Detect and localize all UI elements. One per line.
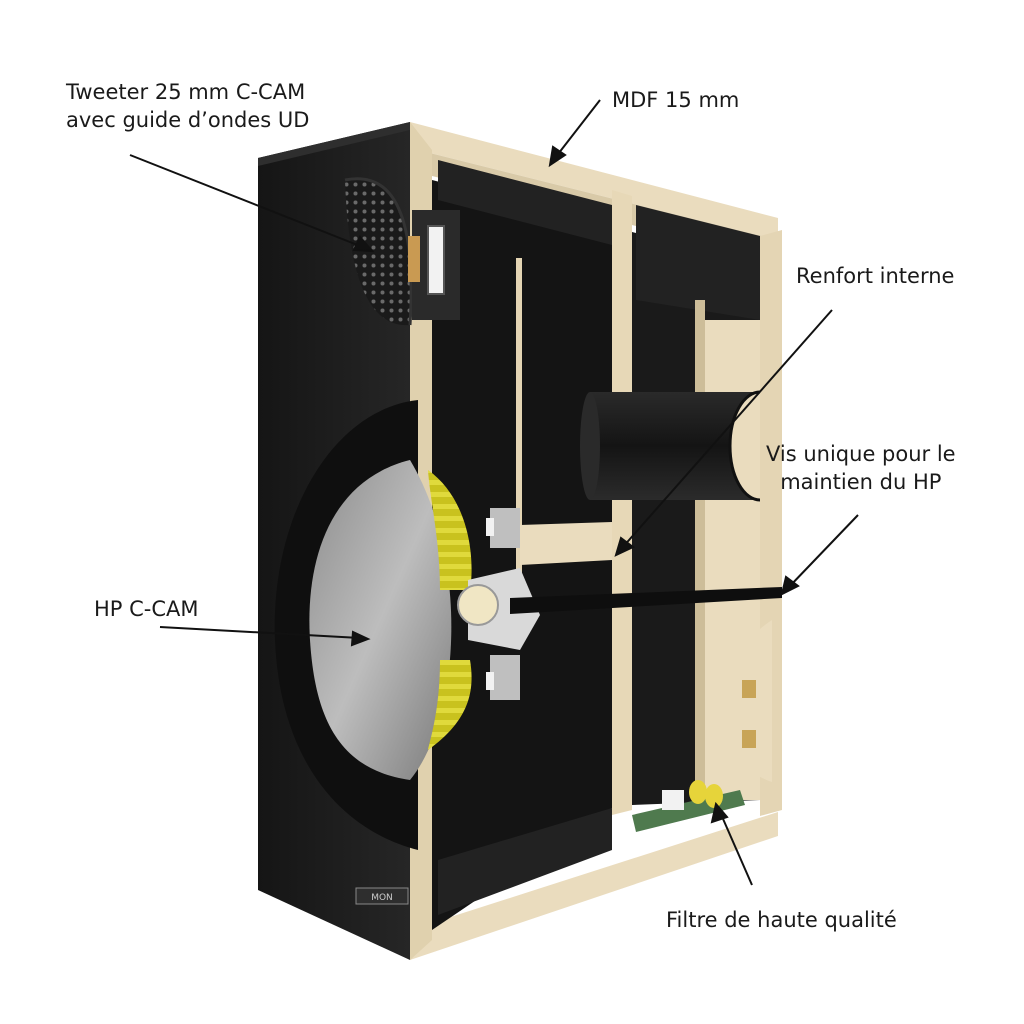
tweeter-unit [344, 177, 460, 326]
label-vis-line2: maintien du HP [780, 470, 942, 494]
leader-lines [129, 99, 859, 886]
woofer-unit [274, 400, 540, 850]
svg-text:MON: MON [371, 893, 393, 903]
crossover-board [632, 780, 745, 832]
label-hp-text: HP C-CAM [94, 597, 199, 621]
retaining-screw [510, 587, 782, 614]
label-mdf-text: MDF 15 mm [612, 88, 740, 112]
brand-logo: MON [355, 887, 409, 905]
label-hp: HP C-CAM [94, 595, 199, 623]
label-tweeter-line2: avec guide d’ondes UD [66, 108, 310, 132]
bass-reflex-port [580, 390, 761, 502]
label-vis: Vis unique pour le maintien du HP [766, 440, 956, 496]
label-renfort: Renfort interne [796, 262, 954, 290]
label-renfort-text: Renfort interne [796, 264, 955, 288]
label-filtre-text: Filtre de haute qualité [666, 908, 897, 932]
internal-rod [516, 258, 522, 642]
label-filtre: Filtre de haute qualité [666, 906, 897, 934]
internal-brace [520, 522, 612, 565]
terminal-cup [723, 620, 772, 782]
label-tweeter-line1: Tweeter 25 mm C-CAM [66, 80, 306, 104]
inner-cavity [432, 160, 760, 930]
label-tweeter: Tweeter 25 mm C-CAM avec guide d’ondes U… [66, 78, 309, 134]
label-mdf: MDF 15 mm [612, 86, 739, 114]
label-vis-line1: Vis unique pour le [766, 442, 956, 466]
